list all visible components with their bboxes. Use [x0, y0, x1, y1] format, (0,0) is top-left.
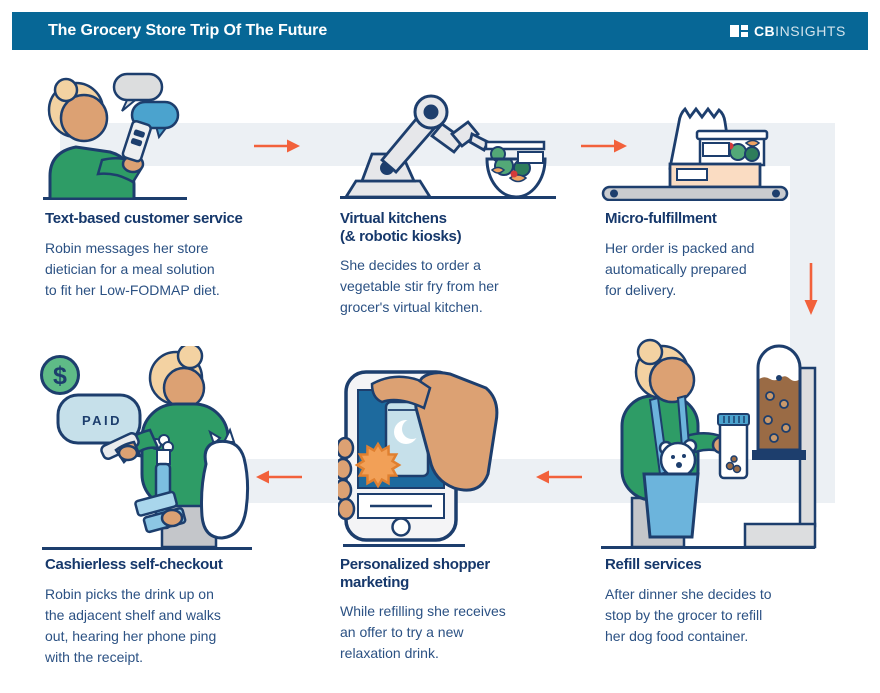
- illustration-virtual-kitchens: [340, 94, 556, 199]
- offer-starburst-icon: [354, 441, 402, 489]
- finger-icon: [338, 436, 355, 460]
- header-bar: The Grocery Store Trip Of The Future CBI…: [12, 12, 868, 50]
- refill-jar-icon: [717, 413, 750, 480]
- step-virtual-kitchens: Virtual kitchens (& robotic kiosks) She …: [340, 210, 596, 318]
- hand-icon: [370, 371, 499, 492]
- step-description: Her order is packed and automatically pr…: [605, 239, 755, 298]
- robot-arm-icon: [343, 94, 546, 199]
- step-refill-services: Refill services After dinner she decides…: [605, 556, 861, 647]
- smartphone-icon: [121, 119, 152, 163]
- flow-arrow-right-1: [254, 139, 300, 153]
- step-description: Robin messages her store dietician for a…: [45, 239, 220, 298]
- step-personalized-shopper-marketing: Personalized shopper marketing While ref…: [340, 556, 596, 664]
- flow-arrow-right-2: [581, 139, 627, 153]
- step-title: Refill services: [605, 556, 702, 573]
- page-title: The Grocery Store Trip Of The Future: [48, 22, 328, 39]
- finger-icon: [338, 497, 356, 521]
- dog-in-tote-icon: [642, 438, 700, 539]
- step-description: She decides to order a vegetable stir fr…: [340, 257, 499, 315]
- woman-texting-icon: [47, 77, 152, 200]
- step-title: Personalized shopper marketing: [340, 556, 490, 591]
- step-description: While refilling she receives an offer to…: [340, 603, 506, 661]
- kibble-dispenser-icon: [743, 344, 817, 549]
- paid-label: PAID: [82, 413, 122, 428]
- grocery-box-icon: [668, 162, 762, 189]
- illustration-cashierless-checkout: PAID $: [40, 346, 252, 550]
- step-title: Virtual kitchens (& robotic kiosks): [340, 210, 462, 245]
- conveyor-belt-icon: [601, 185, 789, 201]
- speech-bubbles-icon: [112, 72, 180, 140]
- flow-arrow-down: [804, 263, 818, 315]
- cbinsights-logo: CBINSIGHTS: [730, 23, 846, 39]
- illustration-micro-fulfillment: [601, 106, 789, 201]
- groceries-in-arm-icon: [134, 434, 187, 534]
- finger-icon: [338, 478, 353, 502]
- woman-with-dog-icon: [620, 338, 750, 549]
- step-cashierless-self-checkout: Cashierless self-checkout Robin picks th…: [45, 556, 301, 668]
- cbinsights-logo-icon: [730, 25, 749, 37]
- salad-bowl-icon: [485, 146, 547, 199]
- step-text-based-customer-service: Text-based customer service Robin messag…: [45, 210, 301, 301]
- dollar-coin-icon: $: [40, 355, 80, 395]
- illustration-text-based-customer-service: [43, 72, 187, 200]
- home-button-icon: [391, 517, 411, 537]
- dollar-sign: $: [53, 362, 67, 390]
- step-description: Robin picks the drink up on the adjacent…: [45, 585, 221, 665]
- finger-icon: [338, 457, 353, 481]
- woman-walking-icon: [100, 346, 250, 549]
- cbinsights-logo-text: CBINSIGHTS: [754, 23, 846, 39]
- step-description: After dinner she decides to stop by the …: [605, 585, 772, 644]
- veggie-tub-icon: [695, 129, 769, 167]
- step-micro-fulfillment: Micro-fulfillment Her order is packed an…: [605, 210, 861, 301]
- step-title: Text-based customer service: [45, 210, 243, 227]
- flow-arrow-left-1: [536, 470, 582, 484]
- illustration-personalized-marketing: [338, 370, 499, 547]
- flow-arrow-left-2: [256, 470, 302, 484]
- step-title: Cashierless self-checkout: [45, 556, 223, 573]
- step-title: Micro-fulfillment: [605, 210, 717, 227]
- illustration-refill-services: [601, 338, 817, 549]
- plastic-bag-icon: [200, 427, 250, 540]
